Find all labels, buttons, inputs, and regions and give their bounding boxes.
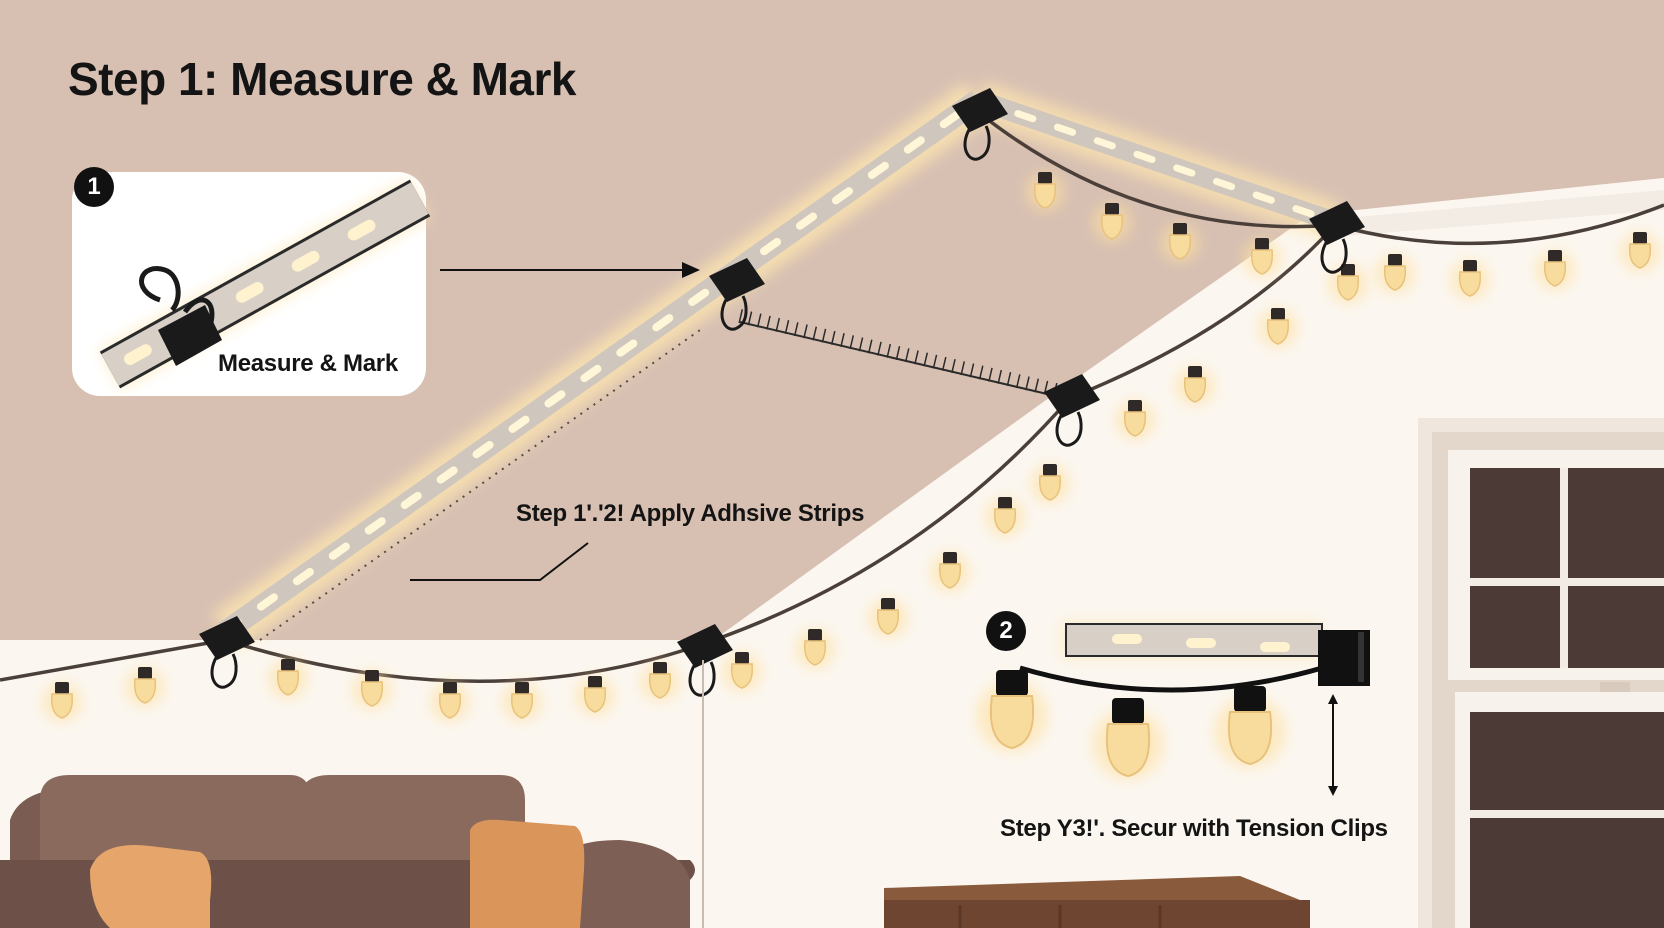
string-light-bulb-icon	[575, 676, 615, 716]
string-light-bulb-icon	[868, 598, 908, 638]
string-light-bulb-icon	[1214, 686, 1286, 768]
string-light-bulb-icon	[1375, 254, 1415, 294]
binder-clip-icon	[139, 266, 222, 366]
binder-clip-icon	[1309, 201, 1365, 274]
step-3-caption: Step Y3!'. Secur with Tension Clips	[1000, 815, 1388, 842]
measuring-tape	[738, 309, 1062, 398]
step-badge-1: 1	[74, 167, 114, 207]
string-light-bulb-icon	[125, 667, 165, 707]
led-strip-icon	[98, 177, 432, 391]
string-light-bulb-icon	[352, 670, 392, 710]
binder-clip-icon	[1044, 374, 1100, 447]
string-light-bulb-icon	[1025, 172, 1065, 212]
sofa	[0, 775, 695, 928]
string-light-bulb-icon	[1450, 260, 1490, 300]
string-light-bulb-icon	[1160, 223, 1200, 263]
binder-clip-icon	[952, 88, 1008, 161]
string-light-bulb-icon	[640, 662, 680, 702]
string-light-bulb-icon	[1115, 400, 1155, 440]
tension-clip-detail	[976, 622, 1370, 780]
step-badge-2: 2	[986, 611, 1026, 651]
string-light-bulb-icon	[722, 652, 762, 692]
string-light-bulbs	[42, 172, 1660, 722]
string-light-bulb-icon	[795, 629, 835, 669]
tension-clip-icon	[1318, 630, 1370, 686]
binder-clip-icon	[677, 624, 733, 697]
string-light-bulb-icon	[976, 670, 1048, 752]
string-light-bulb-icon	[1030, 464, 1070, 504]
string-light-bulb-icon	[1242, 238, 1282, 278]
string-light-bulb-icon	[1535, 250, 1575, 290]
cabinet	[884, 876, 1310, 928]
string-light-bulb-icon	[268, 659, 308, 699]
string-light-bulb-icon	[1175, 366, 1215, 406]
led-strip-ridge	[212, 81, 1342, 650]
string-light-bulb-icon	[1258, 308, 1298, 348]
string-light-bulb-icon	[930, 552, 970, 592]
inset-card-measure	[72, 172, 432, 396]
string-light-bulb-icon	[985, 497, 1025, 537]
string-light-bulb-icon	[42, 682, 82, 722]
leader-line	[410, 542, 589, 581]
binder-clip-icon	[709, 258, 765, 331]
tension-arrow	[1328, 694, 1338, 796]
binder-clip-icon	[199, 616, 255, 689]
window	[1418, 418, 1664, 928]
string-light-bulb-icon	[502, 682, 542, 722]
string-light-bulb-icon	[1092, 698, 1164, 780]
step-2-caption: Step 1'.'2! Apply Adhsive Strips	[516, 500, 865, 527]
string-light-bulb-icon	[430, 682, 470, 722]
string-light-bulb-icon	[1328, 264, 1368, 304]
step-1-caption: Measure & Mark	[218, 350, 398, 377]
page-title: Step 1: Measure & Mark	[68, 53, 576, 105]
string-light-bulb-icon	[1620, 232, 1660, 272]
string-light-bulb-icon	[1092, 203, 1132, 243]
binder-clips	[199, 88, 1365, 697]
